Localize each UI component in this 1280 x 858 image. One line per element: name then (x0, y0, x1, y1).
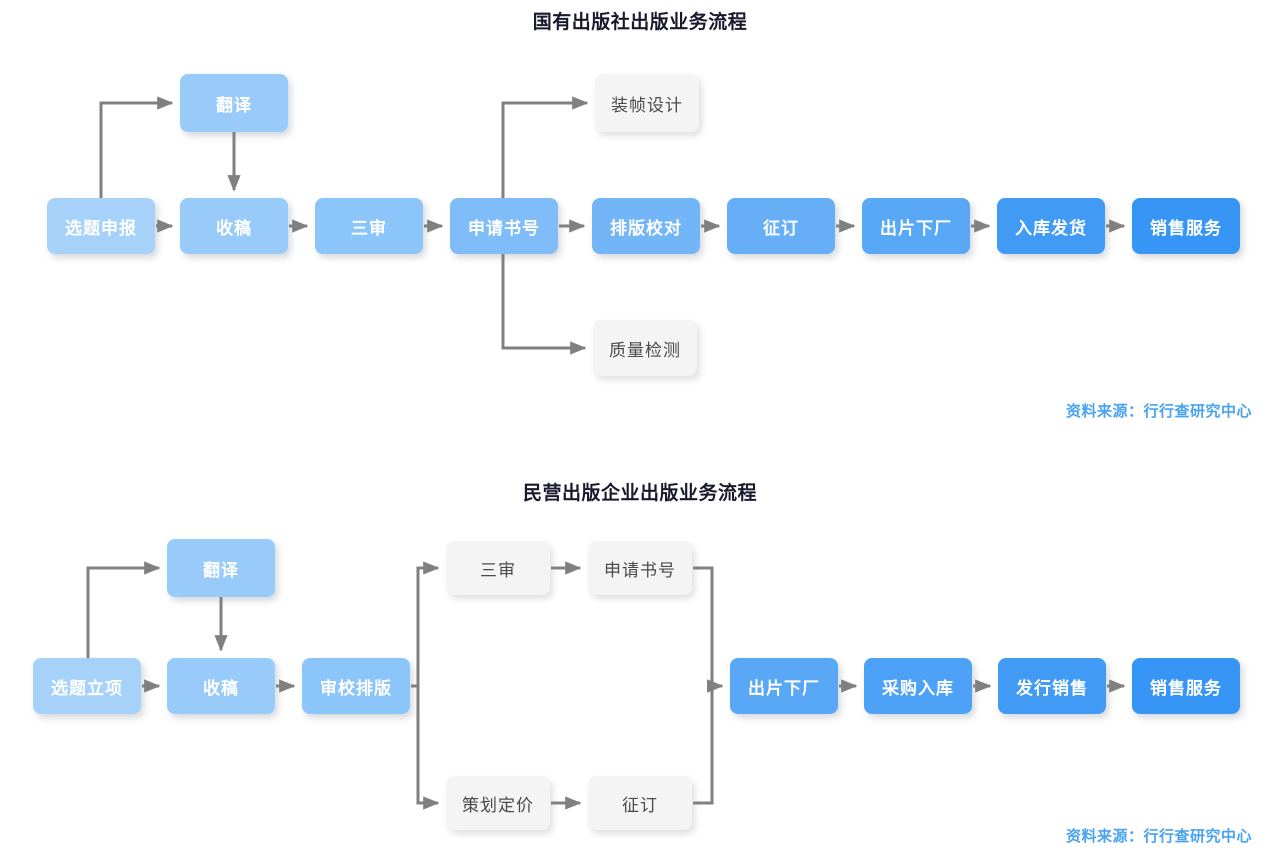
flow-node-n3[interactable]: 收稿 (180, 198, 288, 254)
edge-shenqing-zhuangzhen (501, 96, 589, 198)
edge-zhengding-chupian-2 (693, 679, 724, 805)
edge-shenxiao-cehua-2 (411, 684, 440, 810)
flow-node-m1[interactable]: 选题立项 (33, 658, 141, 714)
flow-node-m2[interactable]: 翻译 (167, 539, 275, 597)
flow-node-n1[interactable]: 选题申报 (47, 198, 155, 254)
flow-node-n9[interactable]: 征订 (727, 198, 835, 254)
flow-node-n4[interactable]: 三审 (315, 198, 423, 254)
flow-node-n11[interactable]: 入库发货 (997, 198, 1105, 254)
flow-node-m3[interactable]: 收稿 (167, 658, 275, 714)
flow-node-m6[interactable]: 申请书号 (588, 541, 692, 595)
flow-node-m8[interactable]: 征订 (588, 776, 692, 830)
flow-node-m9[interactable]: 出片下厂 (730, 658, 838, 714)
flow-node-n7[interactable]: 质量检测 (593, 320, 697, 376)
flow-node-m7[interactable]: 策划定价 (446, 776, 550, 830)
flow-node-n12[interactable]: 销售服务 (1132, 198, 1240, 254)
flow-node-m4[interactable]: 审校排版 (302, 658, 410, 714)
flow-node-n8[interactable]: 排版校对 (592, 198, 700, 254)
flow-node-m10[interactable]: 采购入库 (864, 658, 972, 714)
flow-node-n5[interactable]: 申请书号 (450, 198, 558, 254)
chart-source-state-owned: 资料来源：行行查研究中心 (1065, 403, 1252, 420)
edge-shenxiao-sanshen-2 (411, 561, 440, 688)
flow-node-n10[interactable]: 出片下厂 (862, 198, 970, 254)
flow-node-n2[interactable]: 翻译 (180, 74, 288, 132)
edge-shenqing-zhiliang (501, 254, 587, 355)
edge-shenqing-chupian-2 (693, 566, 724, 693)
flow-node-m12[interactable]: 销售服务 (1132, 658, 1240, 714)
chart-title-state-owned: 国有出版社出版业务流程 (532, 12, 748, 33)
chart-title-private: 民营出版企业出版业务流程 (522, 483, 757, 504)
flow-node-m5[interactable]: 三审 (446, 541, 550, 595)
flow-node-m11[interactable]: 发行销售 (998, 658, 1106, 714)
flow-node-n6[interactable]: 装帧设计 (595, 74, 699, 132)
chart-source-private: 资料来源：行行查研究中心 (1065, 828, 1252, 845)
